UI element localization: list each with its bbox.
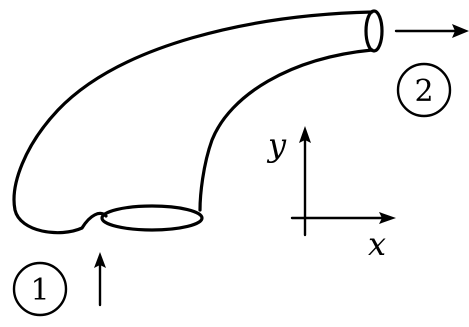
outlet-flow-arrow <box>394 24 469 38</box>
inlet-opening <box>100 204 204 232</box>
inlet-number: 1 <box>30 273 49 308</box>
pipe <box>12 9 384 235</box>
x-axis-label: x <box>368 225 386 263</box>
y-axis-label: y <box>266 126 287 164</box>
coordinate-axes: y x <box>266 126 396 263</box>
pipe-outer-wall <box>12 10 374 235</box>
outlet-opening <box>364 9 384 53</box>
outlet-number: 2 <box>414 74 433 109</box>
inlet-flow-arrow <box>94 252 106 307</box>
pipe-inner-wall <box>198 48 374 212</box>
inlet-label: 1 <box>12 261 68 317</box>
outlet-label: 2 <box>396 62 452 118</box>
